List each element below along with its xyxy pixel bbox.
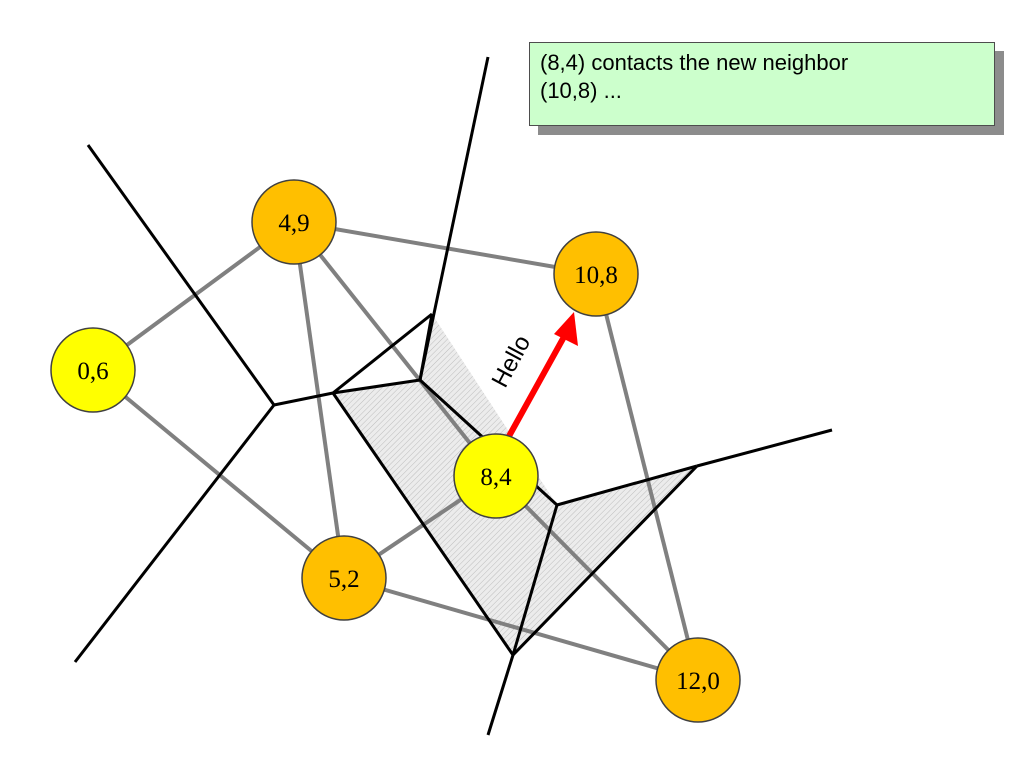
note-line-1: (8,4) contacts the new neighbor <box>540 50 849 75</box>
node-4-9: 4,9 <box>251 179 337 265</box>
hello-label: Hello <box>487 331 537 392</box>
boundary-a <box>86 144 276 406</box>
neighbor-edges <box>91 220 700 682</box>
boundary-g <box>418 56 490 381</box>
node-circle <box>50 327 136 413</box>
boundary-k <box>556 464 698 507</box>
node-8-4: 8,4 <box>453 433 539 519</box>
node-5-2: 5,2 <box>301 535 387 621</box>
node-circle <box>655 637 741 723</box>
boundary-b <box>73 404 276 663</box>
boundary-c <box>273 391 334 407</box>
node-12-0: 12,0 <box>655 637 741 723</box>
node-label: 10,8 <box>574 262 618 289</box>
edge-8-4-12-0 <box>494 474 700 682</box>
hello-arrow-head <box>554 312 578 346</box>
node-circle <box>251 179 337 265</box>
boundary-m <box>696 428 833 468</box>
node-circle <box>453 433 539 519</box>
boundary-j <box>511 504 559 656</box>
edge-4-9-8-4 <box>292 220 498 478</box>
hello-arrow-shaft <box>505 332 568 441</box>
note-line-2: (10,8) ... <box>540 78 622 103</box>
edge-4-9-5-2 <box>292 221 346 579</box>
node-0-6: 0,6 <box>50 327 136 413</box>
edge-10-8-12-0 <box>594 273 700 681</box>
node-10-8: 10,8 <box>553 231 639 317</box>
boundary-i <box>331 392 515 656</box>
boundary-f <box>332 378 421 395</box>
node-label: 8,4 <box>480 464 512 491</box>
node-label: 4,9 <box>278 210 309 237</box>
node-circle <box>301 535 387 621</box>
callout-note: (8,4) contacts the new neighbor (10,8) .… <box>529 42 995 126</box>
node-label: 5,2 <box>328 566 359 593</box>
node-label: 0,6 <box>77 358 108 385</box>
edge-0-6-5-2 <box>91 368 346 580</box>
node-circle <box>553 231 639 317</box>
edge-4-9-10-8 <box>293 220 597 276</box>
boundary-l <box>511 464 699 657</box>
node-label: 12,0 <box>676 668 720 695</box>
boundary-n <box>486 654 515 736</box>
boundary-d <box>332 312 433 395</box>
